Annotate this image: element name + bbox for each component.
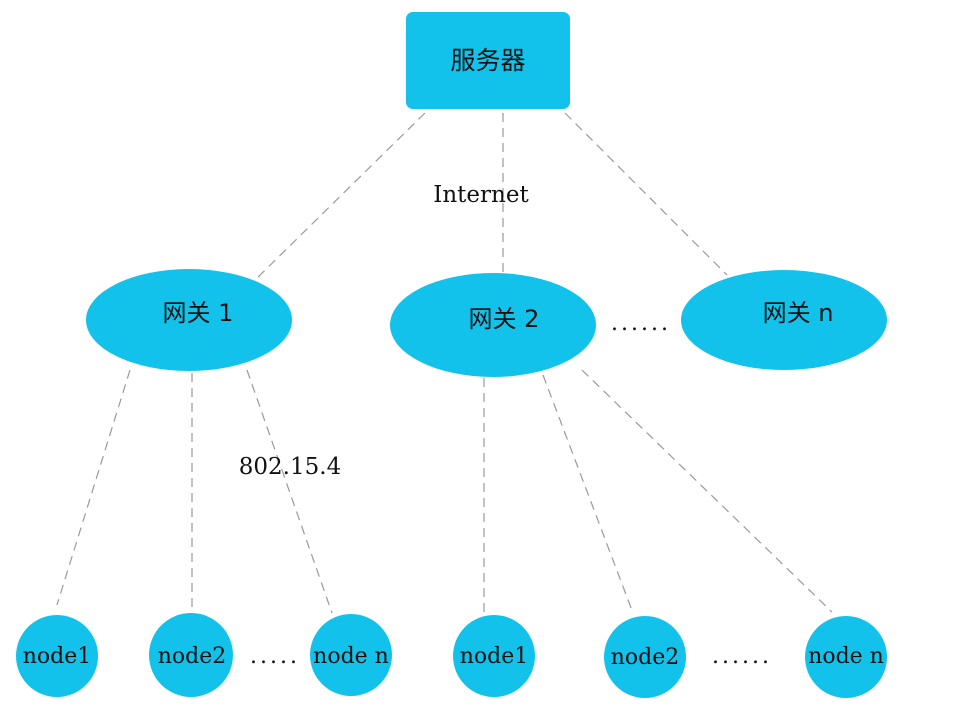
server-label: 服务器 [450,46,525,75]
group-2-ellipsis: ...... [712,644,772,669]
group-1-ellipsis: ..... [250,644,300,669]
gateway-2-label: 网关 2 [469,305,540,333]
group-1-node-n [310,614,392,696]
link-server-gateway-n [564,112,728,276]
gateway-2 [390,273,596,377]
server-box [406,12,570,109]
link-server-gateway-1 [251,112,426,284]
link-gateway-1-node-n [246,369,333,614]
gateway-ellipsis: ...... [611,311,671,336]
group-2-node-n [805,616,887,698]
group-2-node-1 [453,615,535,697]
group-1-node-2-label: node2 [158,644,227,669]
group-2-node-1-label: node1 [460,644,529,669]
link-gateway-2-node-n [581,369,833,613]
gateway-1-label: 网关 1 [163,299,234,327]
gateway-1 [86,269,292,371]
group-2-node-2-label: node2 [611,645,680,670]
group-1-node-n-label: node n [313,644,389,669]
group-2-node-n-label: node n [808,644,884,669]
protocol-label: 802.15.4 [239,454,341,480]
internet-label: Internet [433,182,529,208]
link-gateway-2-node2 [542,374,634,614]
gateway-n-label: 网关 n [763,299,834,327]
group-1-node-1 [16,615,98,697]
group-1-node-2 [149,613,233,697]
gateway-n [681,270,887,370]
group-1-node-1-label: node1 [23,644,92,669]
link-gateway-1-node1 [56,369,131,606]
group-2-node-2 [604,616,686,698]
